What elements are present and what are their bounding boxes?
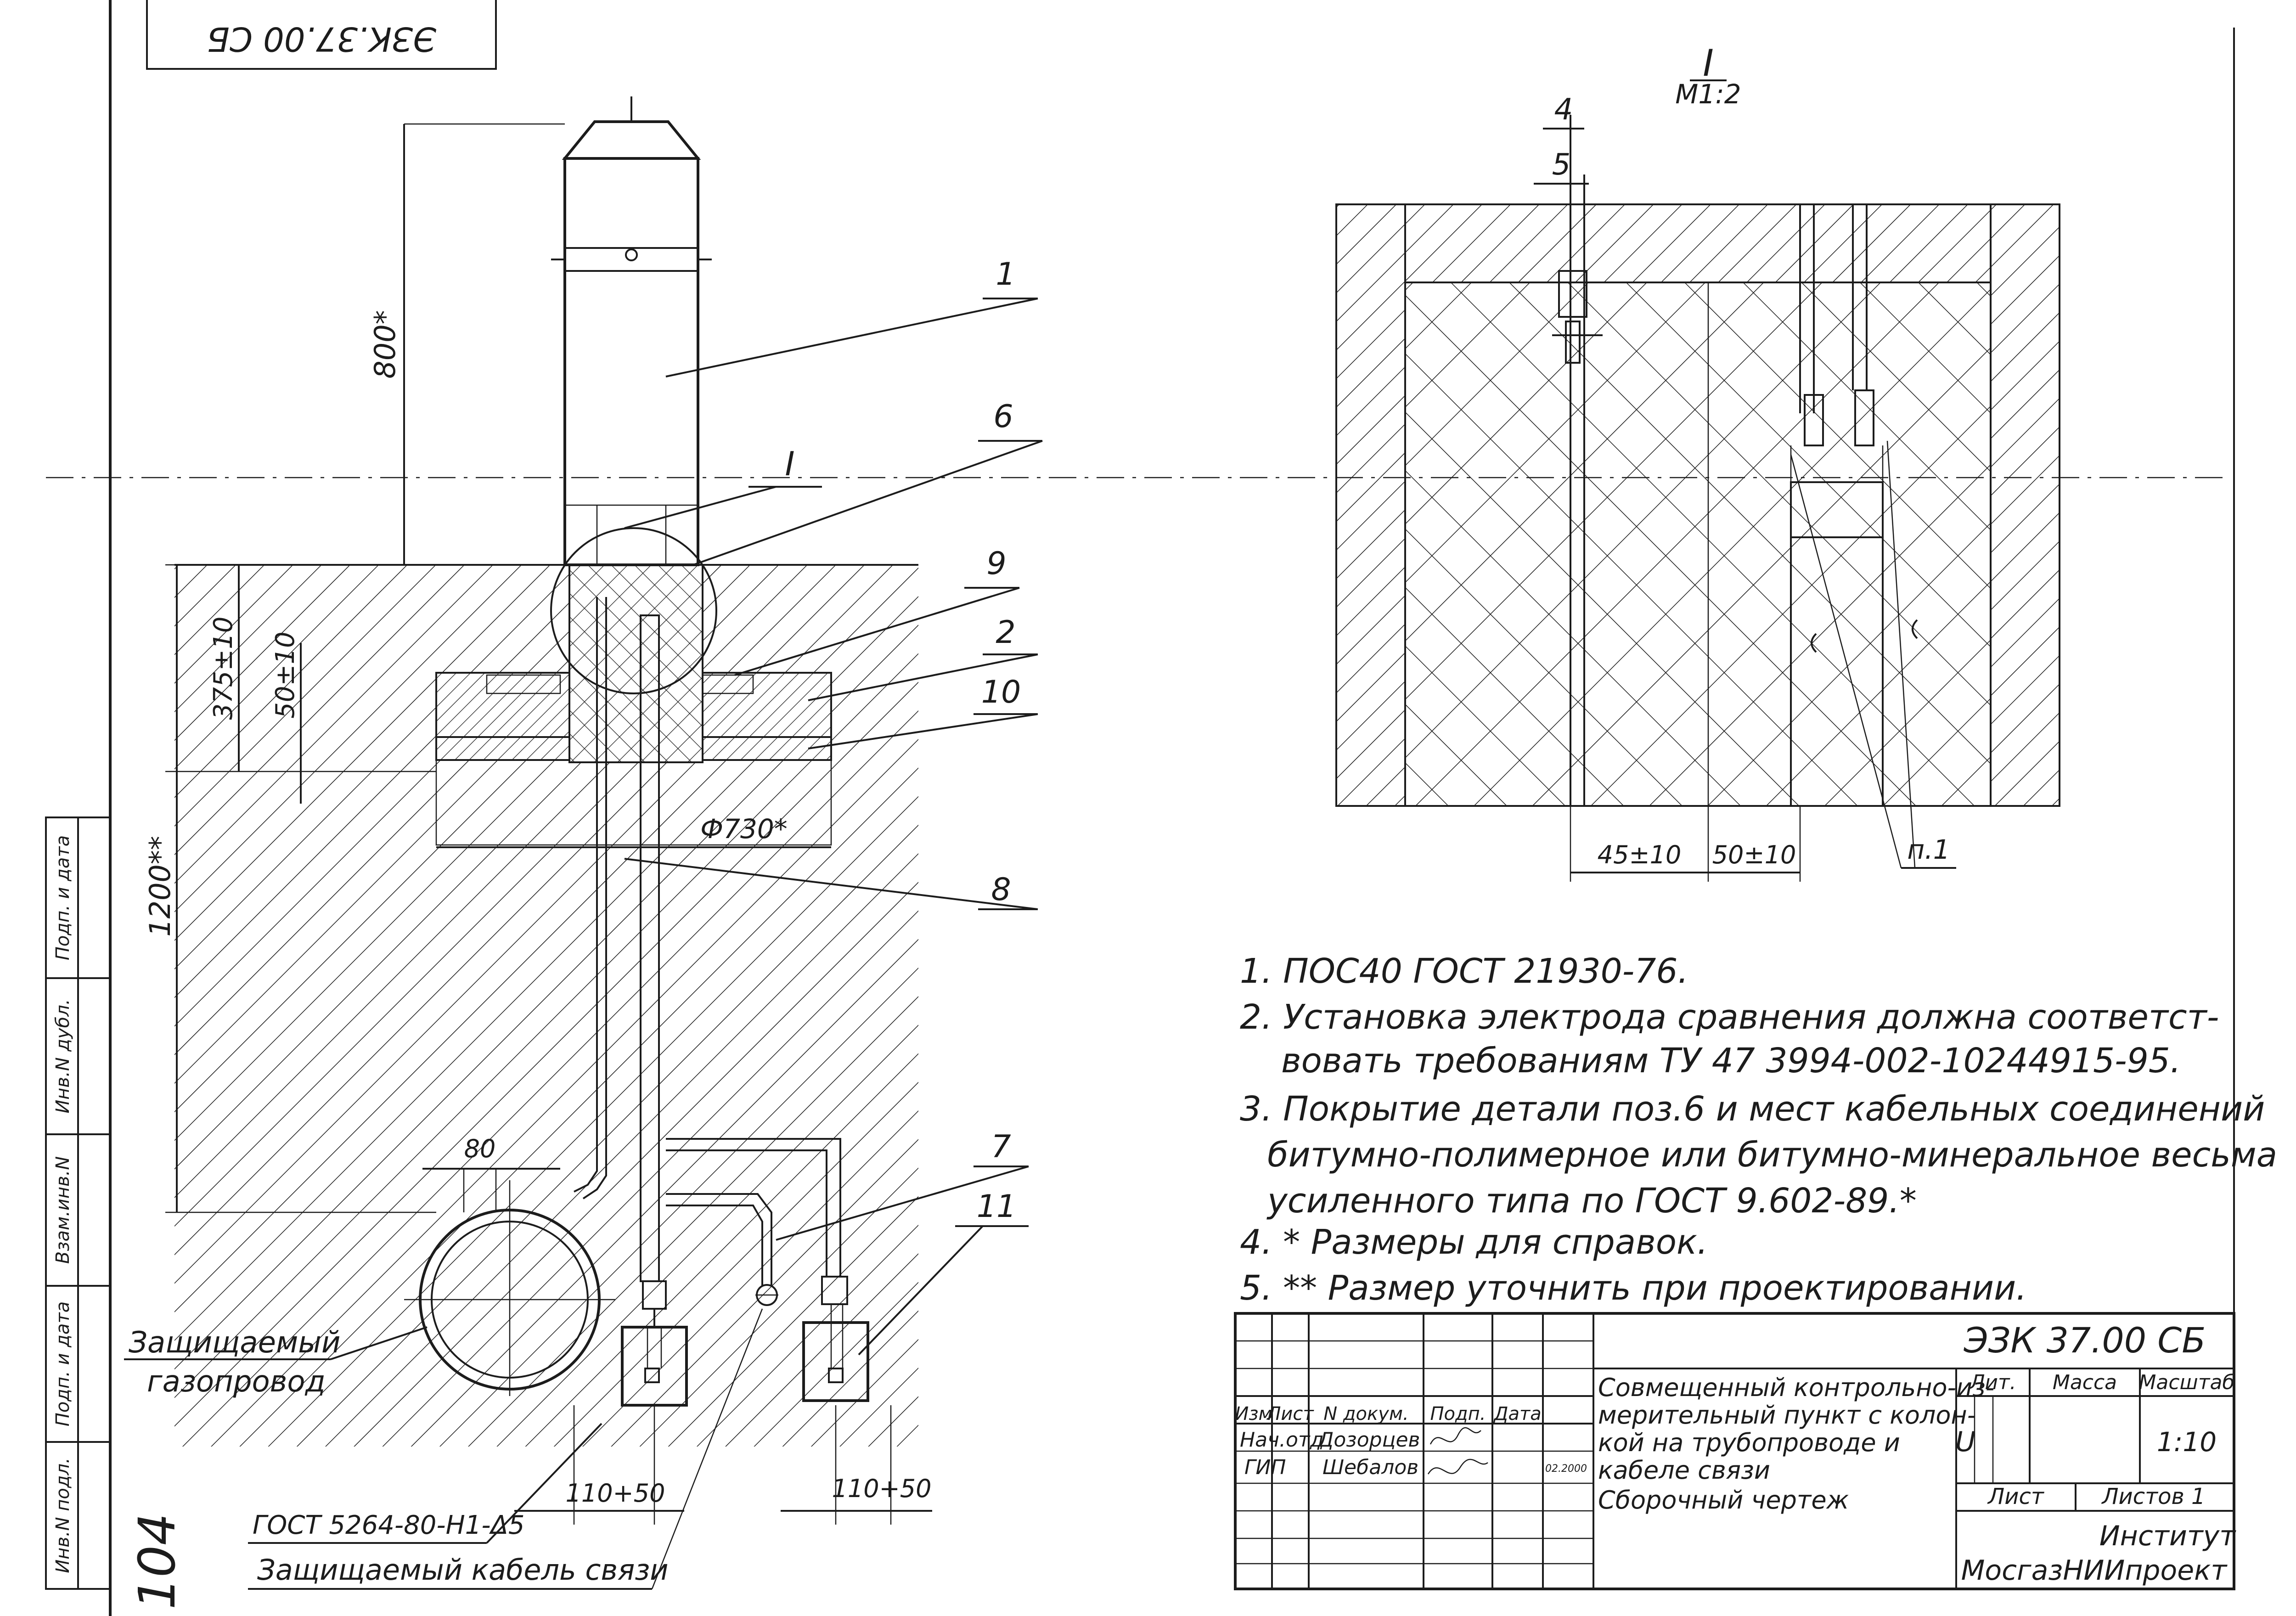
reference-electrode — [621, 614, 688, 1407]
detail-dim-50: 50±10 — [1712, 840, 1796, 869]
label-cable: Защищаемый кабель связи — [257, 1553, 669, 1587]
note-4: 4. * Размеры для справок. — [1240, 1222, 1708, 1262]
margin-stamp-inv-dup: Инв.N дубл. — [52, 999, 73, 1113]
tb-doc-code: ЭЗК 37.00 СБ — [1964, 1320, 2206, 1361]
tb-lit-header: Лит. — [1969, 1371, 2016, 1394]
title-block: ЭЗК 37.00 СБ Изм Лист N докум. Подп. Дат… — [1234, 1312, 2237, 1590]
tb-hdr-doc: N докум. — [1323, 1403, 1409, 1425]
assembly-view — [46, 96, 2227, 1447]
tb-sign-date: 02.2000 — [1545, 1463, 1587, 1475]
detail-scale: М1:2 — [1675, 79, 1741, 110]
tb-mass-header: Масса — [2053, 1371, 2117, 1394]
margin-stamp-sign-2: Подп. и дата — [52, 835, 73, 960]
tb-sheets-label: Листов 1 — [2101, 1484, 2205, 1509]
tb-title-5: Сборочный чертеж — [1598, 1486, 1849, 1515]
tb-role-2: ГИП — [1244, 1456, 1286, 1479]
margin-stamp-sign-1: Подп. и дата — [52, 1301, 73, 1426]
detail-callout-5: 5 — [1552, 148, 1571, 182]
label-gas-pipe-2: газопровод — [147, 1365, 326, 1399]
detail-circle — [550, 527, 717, 694]
tb-signature-2 — [1427, 1458, 1488, 1475]
callout-detail-I: I — [785, 445, 794, 483]
callout-7: 7 — [991, 1129, 1011, 1165]
note-5: 5. ** Размер уточнить при проектировании… — [1240, 1268, 2027, 1308]
callout-1: 1 — [996, 256, 1015, 293]
tb-org-1: Институт — [2099, 1520, 2237, 1552]
margin-stamp-inv-orig: Инв.N подл. — [52, 1458, 73, 1573]
tb-name-2: Шебалов — [1322, 1456, 1418, 1479]
tb-title-3: кой на трубопроводе и — [1598, 1428, 1900, 1457]
top-stamp: ЭЗК.37.00 СБ — [146, 0, 497, 70]
tb-title-2: мерительный пункт с колон- — [1598, 1401, 1976, 1430]
callout-10: 10 — [981, 674, 1021, 710]
note-1: 1. ПОС40 ГОСТ 21930-76. — [1240, 952, 1688, 991]
gas-pipe — [404, 1180, 615, 1396]
callouts-assembly: 1 6 I 9 2 10 8 7 11 — [624, 256, 1043, 1356]
callout-11: 11 — [977, 1188, 1017, 1225]
dim-1200: 1200** — [143, 836, 177, 937]
detail-view: I М1:2 4 5 — [1335, 42, 2060, 882]
tb-lit-value: U — [1955, 1426, 1975, 1458]
tb-signature-1 — [1429, 1427, 1481, 1445]
note-2a: 2. Установка электрода сравнения должна … — [1240, 997, 2219, 1037]
dim-730: Ф730* — [700, 813, 788, 845]
tb-scale-value: 1:10 — [2157, 1426, 2217, 1458]
label-cable-gost: ГОСТ 5264-80-Н1-Δ5 — [253, 1510, 524, 1540]
callout-9: 9 — [986, 546, 1006, 582]
callout-6: 6 — [993, 399, 1013, 435]
tb-hdr-izm: Изм — [1235, 1403, 1272, 1425]
dim-80: 80 — [464, 1134, 496, 1163]
margin-stamp-replace: Взам.инв.N — [52, 1156, 73, 1264]
second-electrode — [666, 1138, 869, 1402]
tb-title-4: кабеле связи — [1598, 1456, 1770, 1485]
tb-scale-header: Масштаб — [2138, 1371, 2234, 1394]
tb-hdr-list: Лист — [1266, 1403, 1314, 1425]
tb-hdr-sign: Подп. — [1430, 1403, 1486, 1425]
detail-dim-45: 45±10 — [1598, 840, 1682, 869]
top-stamp-code: ЭЗК.37.00 СБ — [207, 20, 436, 58]
detail-label: I — [1703, 42, 1714, 84]
label-gas-pipe-1: Защищаемый — [129, 1326, 340, 1360]
marker-column — [551, 96, 712, 566]
dim-800: 800* — [368, 310, 402, 378]
page-number: 104 — [128, 1513, 186, 1610]
note-3c: усиленного типа по ГОСТ 9.602-89.* — [1266, 1181, 1917, 1221]
dim-50: 50±10 — [270, 631, 300, 718]
margin-stamp: Инв.N подл. Подп. и дата Взам.инв.N Инв.… — [45, 816, 111, 1590]
dim-375: 375±10 — [208, 616, 238, 720]
note-3b: битумно-полимерное или битумно-минеральн… — [1267, 1135, 2277, 1175]
dim-110-a: 110+50 — [565, 1479, 665, 1508]
assembly-labels: Защищаемый газопровод ГОСТ 5264-80-Н1-Δ5… — [124, 1308, 763, 1590]
callout-2: 2 — [996, 614, 1015, 651]
callout-8: 8 — [991, 872, 1011, 908]
detail-callout-4: 4 — [1554, 93, 1573, 127]
tb-org-2: МосгазНИИпроект — [1961, 1554, 2228, 1587]
dim-110-b: 110+50 — [832, 1474, 931, 1503]
notes: 1. ПОС40 ГОСТ 21930-76. 2. Установка эле… — [1240, 952, 2277, 1308]
tb-title-1: Совмещенный контрольно-из- — [1598, 1373, 1994, 1402]
tb-name-1: Дозорцев — [1317, 1428, 1420, 1452]
note-2b: вовать требованиям ТУ 47 3994-002-102449… — [1281, 1041, 2181, 1081]
tb-sheet-label: Лист — [1987, 1484, 2045, 1509]
tb-role-1: Нач.отд — [1240, 1428, 1324, 1452]
tb-hdr-date: Дата — [1493, 1403, 1542, 1425]
note-3a: 3. Покрытие детали поз.6 и мест кабельны… — [1240, 1089, 2265, 1129]
dimensions-assembly: 800* 375±10 50±10 1200** Ф730* 80 110+50… — [143, 123, 932, 1525]
